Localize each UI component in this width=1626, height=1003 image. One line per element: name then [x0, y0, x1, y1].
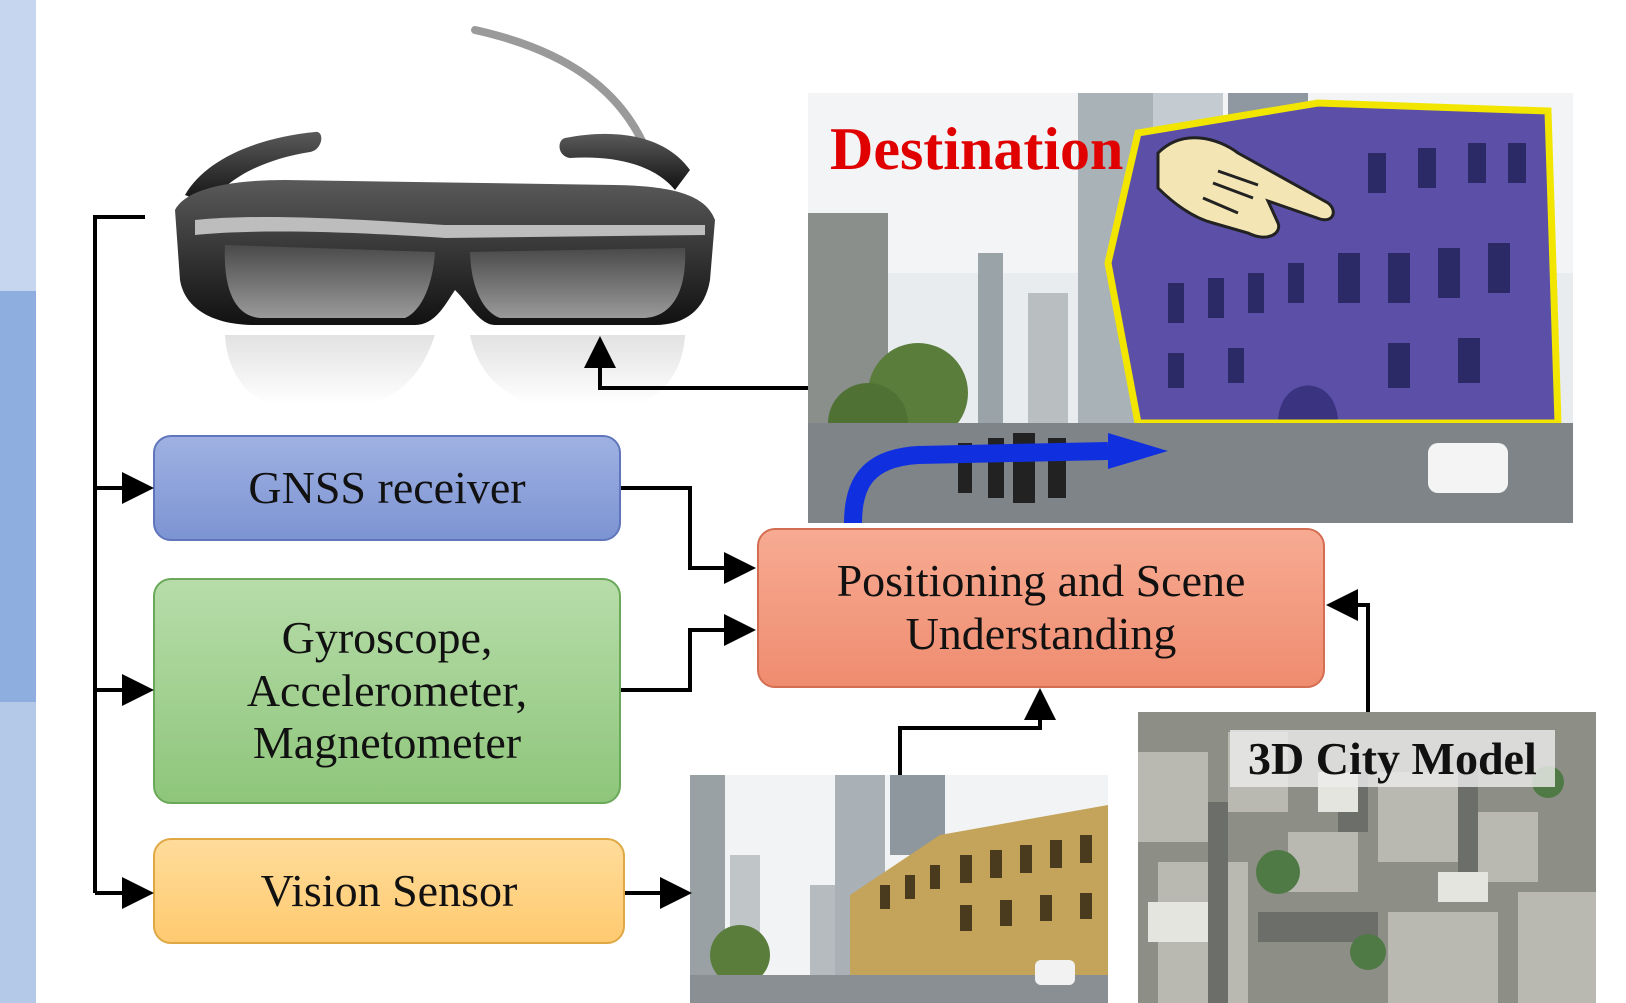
positioning-label-line-1: Positioning and Scene — [836, 555, 1246, 607]
city-model-label: 3D City Model — [1230, 730, 1555, 787]
arrow-imu-to-positioning — [621, 614, 756, 692]
arrow-camera-to-positioning — [898, 688, 1056, 775]
positioning-block: Positioning and Scene Understanding — [757, 528, 1325, 688]
imu-label-line-3: Magnetometer — [252, 717, 522, 769]
destination-label: Destination — [830, 116, 1124, 182]
positioning-label-line-2: Understanding — [905, 608, 1177, 659]
trunk-line — [93, 215, 145, 893]
vision-sensor-block: Vision Sensor — [153, 838, 625, 944]
smart-glasses-image — [175, 26, 715, 405]
pointing-hand-icon — [1156, 136, 1335, 239]
vision-sensor-label: Vision Sensor — [260, 864, 518, 916]
gnss-receiver-label: GNSS receiver — [248, 461, 526, 513]
side-strip — [0, 0, 36, 1003]
camera-view-image — [690, 775, 1108, 1003]
arrow-gnss-to-positioning — [621, 486, 756, 584]
imu-sensors-block: Gyroscope, Accelerometer, Magnetometer — [153, 578, 621, 804]
arrow-ar-to-glasses — [584, 336, 808, 390]
imu-label-line-1: Gyroscope, — [281, 611, 493, 663]
gnss-receiver-block: GNSS receiver — [153, 435, 621, 541]
imu-label-line-2: Accelerometer, — [246, 664, 528, 716]
destination-view-image — [808, 93, 1573, 523]
arrow-city-to-positioning — [1326, 589, 1370, 712]
